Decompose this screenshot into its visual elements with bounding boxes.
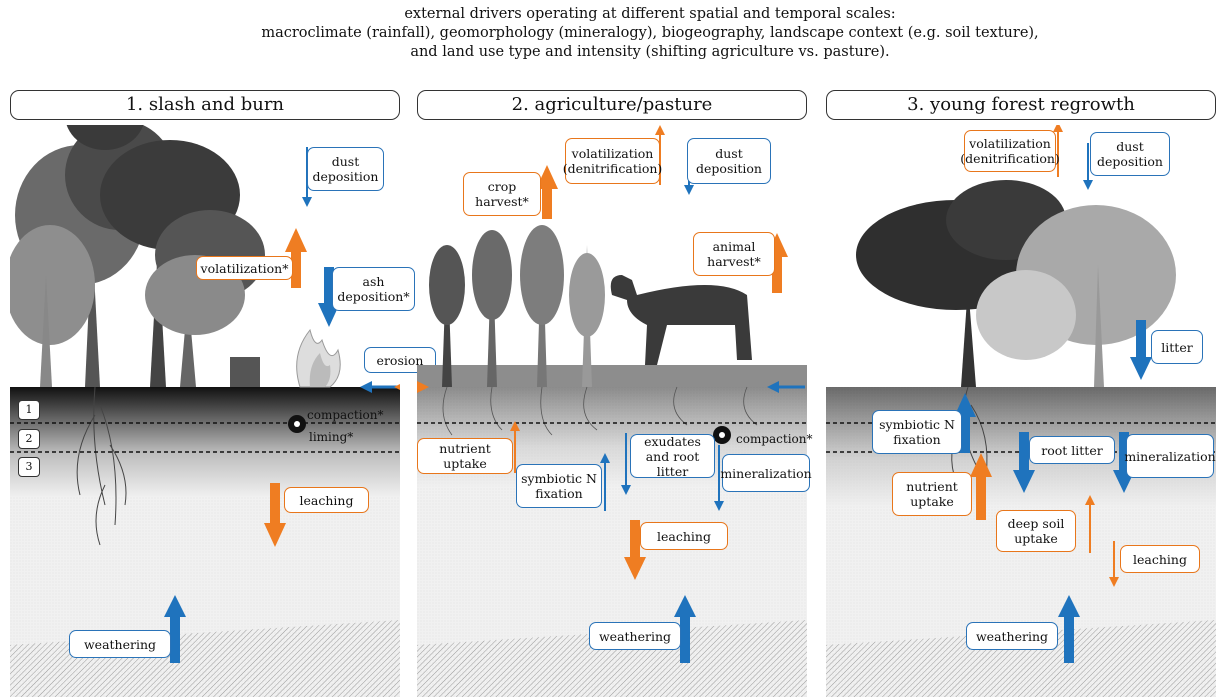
- arrow-weathering: [674, 595, 696, 663]
- tree-roots: [76, 386, 127, 546]
- litter-label: litter: [1151, 330, 1203, 364]
- gear-icon: [713, 426, 731, 444]
- arrow-nutrient-uptake: [970, 453, 992, 520]
- panel-agriculture-pasture: 2. agriculture/pasture: [417, 90, 813, 697]
- root-litter-label: root litter: [1029, 436, 1115, 464]
- topsoil: [10, 387, 400, 497]
- arrow-leaching: [1109, 541, 1119, 587]
- arrow-volatilization: [655, 125, 665, 185]
- nutrient-uptake-label: nutrient uptake: [892, 472, 972, 516]
- panel-young-forest-regrowth: 3. young forest regrowth volatilizati: [826, 90, 1216, 697]
- tree-stump: [230, 357, 260, 387]
- symbiotic-n-fixation-label: symbiotic N fixation: [516, 464, 602, 508]
- arrow-deep-soil-uptake: [1085, 495, 1095, 553]
- arrow-exudates: [621, 433, 631, 495]
- weathering-label: weathering: [69, 630, 171, 658]
- arrow-dust: [1083, 143, 1093, 190]
- arrow-volatilization: [1053, 125, 1063, 177]
- layer-label-2: 2: [18, 429, 40, 449]
- symbiotic-n-fixation-label: symbiotic N fixation: [872, 410, 962, 454]
- arrow-weathering: [164, 595, 186, 663]
- arrow-mineralization: [714, 445, 724, 511]
- panel-title: 1. slash and burn: [10, 90, 400, 120]
- grass: [417, 365, 807, 387]
- arrow-nutrient-uptake: [510, 421, 520, 473]
- exudates-label: exudates and root litter: [630, 434, 715, 479]
- volatilization-label: volatilization (denitrification): [960, 130, 1060, 172]
- cow-icon: [610, 275, 752, 365]
- liming-label: liming*: [309, 430, 354, 444]
- arrow-leaching: [264, 483, 286, 547]
- nutrient-uptake-label: nutrient uptake: [417, 438, 513, 474]
- animal-harvest-label: animal harvest*: [693, 232, 775, 276]
- header-line-3: and land use type and intensity (shiftin…: [410, 44, 890, 60]
- panel-slash-and-burn: 1. slash and burn: [10, 90, 436, 697]
- arrow-weathering: [1058, 595, 1080, 663]
- arrow-erosion: [360, 381, 400, 393]
- panel-title: 2. agriculture/pasture: [417, 90, 807, 120]
- fire-icon: [296, 328, 341, 388]
- forest-trees: [10, 125, 265, 387]
- dust-deposition-label: dust deposition: [687, 138, 771, 184]
- arrow-erosion: [417, 381, 805, 393]
- header-line-1: external drivers operating at different …: [404, 6, 896, 22]
- volatilization-label: volatilization (denitrification): [563, 138, 662, 184]
- arrow-crop-harvest: [536, 165, 558, 219]
- arrow-leaching: [624, 520, 646, 580]
- leaching-label: leaching: [1120, 545, 1200, 573]
- weathering-label: weathering: [589, 622, 681, 650]
- slash-burn-scene: [10, 125, 400, 697]
- header-text: external drivers operating at different …: [200, 5, 1100, 62]
- deep-soil-uptake-label: deep soil uptake: [996, 510, 1076, 552]
- weathering-label: weathering: [966, 622, 1058, 650]
- leaching-label: leaching: [640, 522, 728, 550]
- header-line-2: macroclimate (rainfall), geomorphology (…: [261, 25, 1039, 41]
- arrow-litter: [1130, 320, 1152, 380]
- layer-label-1: 1: [18, 400, 40, 420]
- arrow-volatilization: [285, 228, 307, 288]
- corn-crops: [429, 225, 605, 387]
- regrowth-trees: [856, 180, 1176, 387]
- ash-deposition-label: ash deposition*: [332, 267, 415, 311]
- arrow-root-litter: [1013, 432, 1035, 493]
- leaching-label: leaching: [284, 487, 369, 513]
- dust-deposition-label: dust deposition: [307, 147, 384, 191]
- mineralization-label: mineralization: [1124, 434, 1216, 478]
- crop-harvest-label: crop harvest*: [463, 172, 541, 216]
- arrow-symbiotic: [600, 453, 610, 511]
- volatilization-label: volatilization*: [196, 256, 293, 280]
- layer-label-3: 3: [18, 457, 40, 477]
- crop-roots: [442, 386, 758, 436]
- panel-title: 3. young forest regrowth: [826, 90, 1216, 120]
- gear-icon: [288, 415, 306, 433]
- compaction-label: compaction*: [736, 432, 813, 446]
- mineralization-label: mineralization: [720, 454, 812, 492]
- compaction-label: compaction*: [307, 408, 384, 422]
- dust-deposition-label: dust deposition: [1090, 132, 1170, 176]
